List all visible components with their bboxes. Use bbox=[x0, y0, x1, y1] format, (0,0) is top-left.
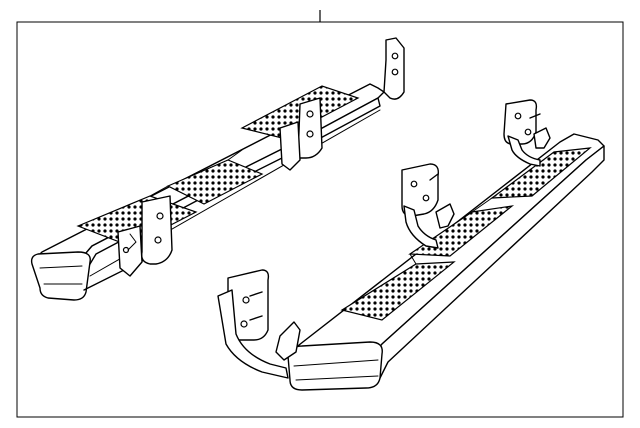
right-step-pad-3 bbox=[490, 147, 592, 199]
left-board-end-cap bbox=[30, 251, 91, 301]
right-front-bracket bbox=[217, 269, 301, 379]
left-running-board bbox=[30, 37, 405, 301]
left-end-bracket bbox=[383, 37, 405, 100]
right-running-board bbox=[217, 99, 605, 391]
left-rear-bracket bbox=[279, 97, 323, 171]
left-front-bracket bbox=[117, 195, 173, 277]
right-middle-bracket bbox=[401, 163, 455, 249]
diagram-frame bbox=[16, 21, 624, 418]
right-rear-bracket bbox=[503, 99, 551, 167]
right-board-end-cap bbox=[287, 341, 383, 391]
right-step-pad-1 bbox=[340, 261, 456, 321]
left-step-pad-2 bbox=[166, 159, 264, 205]
